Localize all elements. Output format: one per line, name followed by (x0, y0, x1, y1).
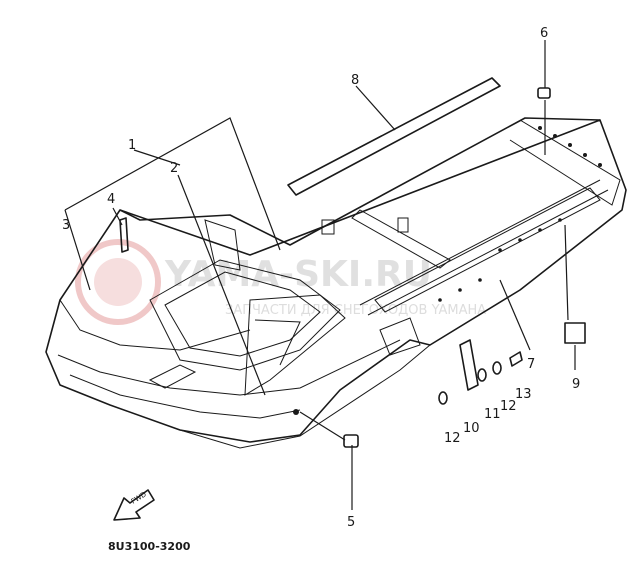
callout-5: 5 (347, 515, 355, 530)
callouts: 1 2 3 4 5 6 7 8 9 10 11 12 12 13 (62, 26, 580, 530)
callout-12-right: 12 (500, 399, 517, 414)
drawing-code: 8U3100-3200 (108, 540, 191, 553)
callout-4: 4 (107, 192, 115, 207)
watermark: YAMA-SKI.RU ЗАПЧАСТИ ДЛЯ СНЕГОХОДОВ YAMA… (75, 239, 486, 325)
part-5-grommet (343, 434, 359, 448)
watermark-logo-core (94, 258, 142, 306)
part-11-bushing (477, 368, 487, 382)
callout-12-left: 12 (444, 431, 461, 446)
part-9-plate (564, 322, 586, 344)
front-direction-arrow: FWD (113, 489, 155, 521)
fwd-arrow-icon (113, 489, 155, 521)
part-6-grommet (537, 87, 551, 99)
part-4-bolt (119, 217, 129, 253)
hardware-parts (438, 339, 523, 405)
part-13-bolt (509, 351, 523, 367)
callout-2: 2 (170, 161, 178, 176)
callout-8: 8 (351, 73, 359, 88)
frame-body (45, 117, 627, 449)
callout-11: 11 (484, 407, 501, 422)
callout-3: 3 (62, 218, 70, 233)
watermark-logo (75, 239, 161, 325)
callout-6: 6 (540, 26, 548, 41)
leader-lines (64, 40, 576, 510)
callout-10: 10 (463, 421, 480, 436)
callout-7: 7 (527, 357, 535, 372)
part-10-link (459, 339, 479, 391)
watermark-subtext: ЗАПЧАСТИ ДЛЯ СНЕГОХОДОВ YAMAHA (225, 303, 486, 318)
watermark-text: YAMA-SKI.RU (164, 254, 432, 295)
callout-13: 13 (515, 387, 532, 402)
callout-9: 9 (572, 377, 580, 392)
callout-1: 1 (128, 138, 136, 153)
part-8-strip (287, 77, 501, 196)
part-12-washer-b (492, 361, 502, 375)
part-12-washer-a (438, 391, 448, 405)
